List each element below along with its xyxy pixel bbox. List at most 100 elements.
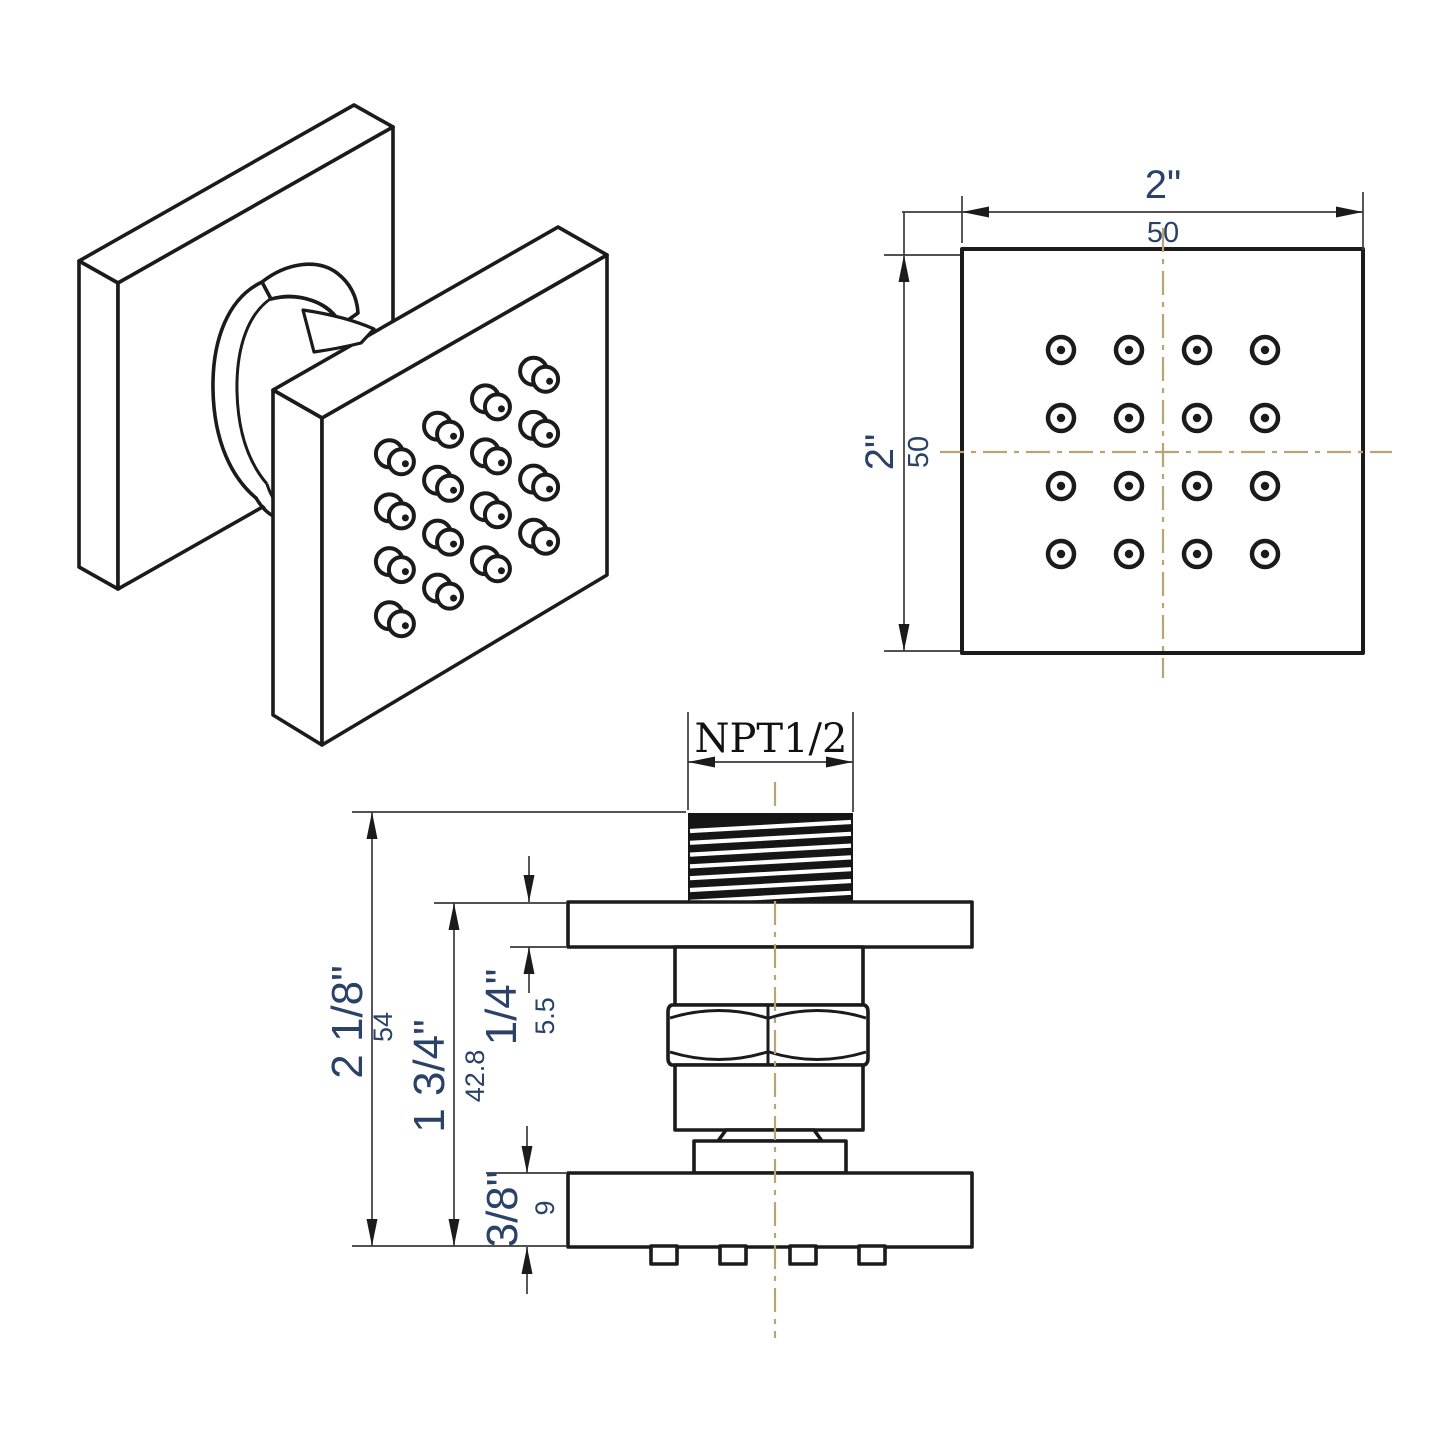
iso-nozzle-dot bbox=[497, 459, 505, 467]
body-height-arrow-top bbox=[448, 903, 460, 930]
thread-slash bbox=[689, 855, 852, 869]
jet-stub bbox=[857, 1244, 887, 1266]
plate-arrow-up bbox=[521, 1247, 533, 1274]
overall-height-inch-label: 2 1/8" bbox=[323, 965, 372, 1078]
iso-nozzle-face bbox=[482, 500, 512, 530]
overall-height-arrow-bottom bbox=[366, 1219, 378, 1246]
iso-nozzle-dot bbox=[497, 513, 505, 521]
iso-nozzle-dot bbox=[450, 540, 458, 548]
thread-arrow-left bbox=[688, 756, 715, 768]
height-arrow-bottom bbox=[898, 624, 910, 651]
iso-nozzle-face bbox=[435, 581, 465, 611]
iso-nozzle-face bbox=[435, 419, 465, 449]
iso-nozzle-dot bbox=[450, 486, 458, 494]
iso-nozzle-face bbox=[531, 526, 561, 556]
jet-plate bbox=[566, 1171, 974, 1249]
nozzle-dot bbox=[1124, 481, 1134, 491]
width-arrow-left bbox=[962, 206, 989, 218]
iso-nozzle-dot bbox=[450, 432, 458, 440]
iso-nozzle-dot bbox=[546, 539, 554, 547]
iso-nozzle-dot bbox=[401, 514, 409, 522]
plate-thickness-mm-label: 9 bbox=[530, 1200, 560, 1215]
overall-height-arrow-top bbox=[366, 812, 378, 839]
front-plate-side-face bbox=[271, 388, 324, 747]
flange-arrow-up bbox=[523, 947, 535, 974]
flange-arrow-down bbox=[523, 875, 535, 902]
nozzle-dot bbox=[1260, 345, 1270, 355]
nozzle-dot bbox=[1192, 549, 1202, 559]
iso-nozzle-face bbox=[482, 392, 512, 422]
ball-outer-arc bbox=[211, 280, 264, 500]
nozzle-dot bbox=[1124, 345, 1134, 355]
iso-nozzle-dot bbox=[546, 377, 554, 385]
iso-nozzle-face bbox=[386, 447, 416, 477]
ball-inner-arc bbox=[235, 294, 276, 485]
nozzle-dot bbox=[1124, 549, 1134, 559]
height-dimension-inch-label: 2" bbox=[858, 434, 902, 470]
iso-nozzle-face bbox=[435, 473, 465, 503]
iso-nozzle-dot bbox=[497, 405, 505, 413]
iso-nozzle-face bbox=[531, 364, 561, 394]
iso-nozzle-dot bbox=[546, 485, 554, 493]
iso-nozzle-dot bbox=[401, 622, 409, 630]
back-plate-side-face bbox=[77, 259, 120, 591]
iso-nozzle-dot bbox=[401, 460, 409, 468]
plate-thickness-inch-label: 3/8" bbox=[478, 1171, 527, 1248]
nozzle-dot bbox=[1056, 345, 1066, 355]
thread-arrow-right bbox=[826, 756, 853, 768]
iso-nozzle-dot bbox=[401, 568, 409, 576]
iso-nozzle-face bbox=[386, 501, 416, 531]
nozzle-dot bbox=[1056, 549, 1066, 559]
plate-arrow-down bbox=[521, 1146, 533, 1173]
iso-nozzle-face bbox=[482, 554, 512, 584]
width-arrow-right bbox=[1336, 206, 1363, 218]
iso-nozzle-face bbox=[531, 472, 561, 502]
height-dimension-mm-label: 50 bbox=[903, 436, 935, 468]
iso-nozzle-face bbox=[386, 555, 416, 585]
joint-wedge bbox=[301, 308, 376, 354]
body-height-arrow-bottom bbox=[448, 1219, 460, 1246]
nozzle-dot bbox=[1260, 549, 1270, 559]
jet-stub bbox=[788, 1244, 818, 1266]
iso-nozzle-face bbox=[482, 446, 512, 476]
nozzle-dot bbox=[1192, 413, 1202, 423]
nozzle-carrier-block bbox=[692, 1139, 848, 1175]
iso-nozzle-dot bbox=[546, 431, 554, 439]
thread-size-label: NPT1/2 bbox=[695, 716, 848, 762]
nozzle-dot bbox=[1192, 345, 1202, 355]
nozzle-dot bbox=[1124, 413, 1134, 423]
jet-stub bbox=[718, 1244, 748, 1266]
nozzle-dot bbox=[1260, 413, 1270, 423]
nozzle-dot bbox=[1056, 413, 1066, 423]
hex-nut-chamfer-arcs bbox=[669, 1009, 867, 1061]
thread-slash bbox=[689, 819, 852, 834]
thread-slash bbox=[689, 867, 852, 881]
side-view: NPT1/2 2 1/8" 54 1 3/4" 42.8 1/4" 5.5 3/… bbox=[323, 712, 974, 1338]
thread-slash bbox=[689, 878, 852, 893]
body-height-mm-label: 42.8 bbox=[460, 1050, 490, 1103]
threaded-inlet bbox=[688, 813, 853, 904]
iso-nozzle-dot bbox=[450, 594, 458, 602]
flange-thickness-mm-label: 5.5 bbox=[530, 997, 560, 1035]
side-view-dimensions bbox=[352, 712, 854, 1294]
nozzle-dot bbox=[1056, 481, 1066, 491]
isometric-view bbox=[77, 103, 609, 747]
isometric-nozzle-grid bbox=[373, 355, 561, 639]
iso-nozzle-face bbox=[435, 527, 465, 557]
mounting-flange bbox=[566, 900, 974, 949]
lower-neck bbox=[673, 1063, 865, 1132]
iso-nozzle-face bbox=[386, 609, 416, 639]
body-height-inch-label: 1 3/4" bbox=[405, 1019, 454, 1132]
nozzle-dot bbox=[1260, 481, 1270, 491]
front-view: 2" 50 2" 50 bbox=[858, 163, 1392, 678]
overall-height-mm-label: 54 bbox=[368, 1012, 398, 1042]
width-dimension-inch-label: 2" bbox=[1145, 163, 1181, 207]
height-arrow-top bbox=[898, 255, 910, 282]
iso-nozzle-face bbox=[531, 418, 561, 448]
front-view-dimensions bbox=[884, 192, 1364, 652]
upper-neck bbox=[673, 945, 865, 1007]
jet-stub bbox=[649, 1244, 679, 1266]
thread-slash bbox=[689, 843, 852, 857]
flange-thickness-inch-label: 1/4" bbox=[477, 969, 526, 1046]
